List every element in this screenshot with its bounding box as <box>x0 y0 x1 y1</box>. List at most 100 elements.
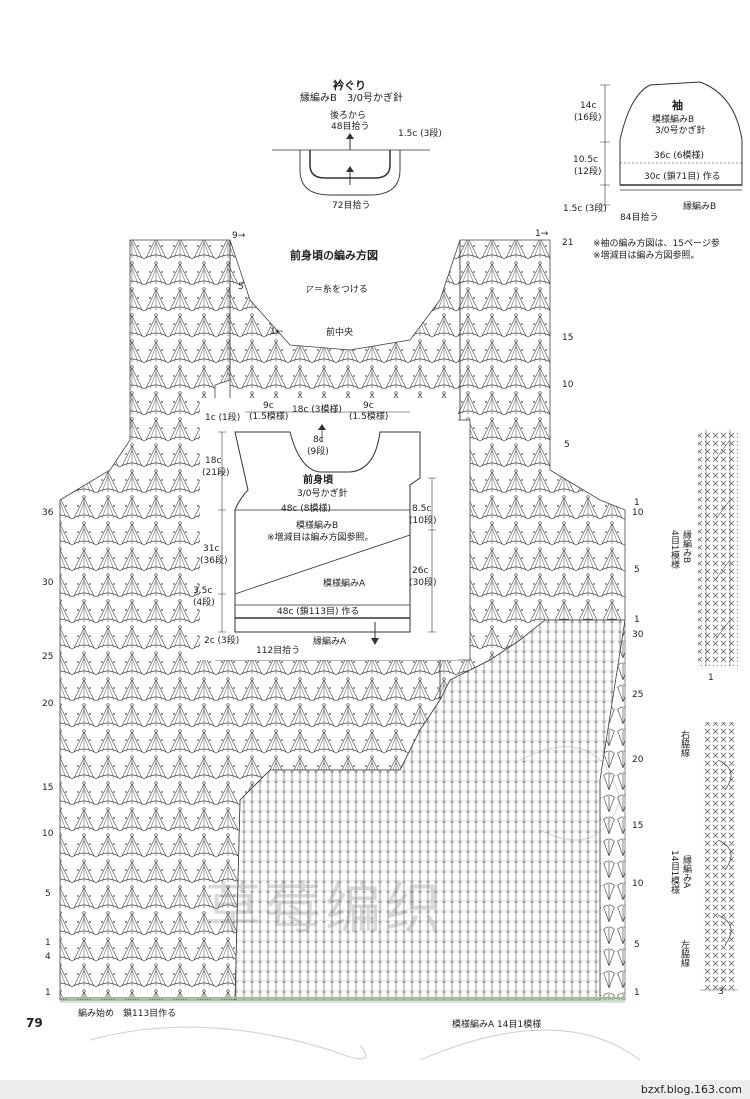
right-row-number: 30 <box>632 630 644 640</box>
right-row-number: 1 <box>634 988 640 998</box>
chart-start-label: 編み始め 鎖113目作る <box>78 1009 177 1019</box>
chart-top-left-mark: 9→ <box>232 231 246 241</box>
watermark-flourish <box>89 746 641 1061</box>
inset-neck-depth: 8c <box>313 435 324 445</box>
right-row-number: 15 <box>632 821 644 831</box>
inset-hem-b: (4段) <box>193 598 215 608</box>
inset-shoulder: 1c (1段) <box>205 413 241 423</box>
chart-center-label: 前中央 <box>324 327 356 339</box>
neck-back-pick-2: 48目拾う <box>331 122 370 132</box>
inset-note: ※増減目は編み方図参照。 <box>267 533 374 543</box>
inset-pick-bottom: 112目拾う <box>256 646 301 656</box>
right-row-number: 5 <box>634 940 640 950</box>
neck-back-pick-1: 後ろから <box>330 111 367 121</box>
inset-edge-a: 縁編みA <box>313 637 347 647</box>
right-row-number: 20 <box>632 755 644 765</box>
neck-side-label: 1.5c (3段) <box>398 129 442 139</box>
sleeve-w1: 36c (6模様) <box>654 151 705 161</box>
sleeve-note-2: ※増減目は編み方図参照。 <box>593 251 700 261</box>
inset-w-top-3b: (1.5模様) <box>349 412 389 422</box>
inset-right-1: 8.5c <box>412 504 432 514</box>
inset-w-top-2: 18c (3模様) <box>292 405 343 415</box>
inset-armhole: 18c <box>205 456 222 466</box>
yarn-join-icon: ◸ <box>307 285 314 295</box>
sleeve-sub-1: 模様編みB <box>652 115 695 125</box>
inset-right-2b: (30段) <box>409 578 437 588</box>
left-row-number: 1 <box>45 938 51 948</box>
swatch-left-side: 左脇線 <box>679 940 689 967</box>
chart-legend-text: ＝糸をつける <box>313 285 368 295</box>
swatch-right-side: 右脇線 <box>679 730 689 757</box>
sleeve-h2: 10.5c <box>573 155 598 165</box>
right-row-number: 1 <box>634 498 640 508</box>
chart-title: 前身頃の編み方図 <box>288 249 380 262</box>
footer-url: bzxf.blog.163.com <box>640 1083 742 1096</box>
right-row-number: 21 <box>562 238 574 248</box>
front-chart-lace <box>59 239 626 1001</box>
sleeve-h1: 14c <box>580 101 597 111</box>
right-row-number: 15 <box>562 333 574 343</box>
left-row-number: 5 <box>45 889 51 899</box>
left-row-number: 20 <box>42 699 54 709</box>
inset-right-1b: (10段) <box>409 516 437 526</box>
left-row-number: 15 <box>42 783 54 793</box>
chart-legend: ◸＝糸をつける <box>305 284 370 296</box>
left-row-number: 30 <box>42 578 54 588</box>
inset-title: 前身頃 <box>303 475 333 486</box>
inset-body-b: (36段) <box>200 556 228 566</box>
inset-width-bottom: 48c (鎖113目) 作る <box>277 607 360 617</box>
inset-hem-2: 2c (3段) <box>204 636 240 646</box>
sleeve-w2: 30c (鎖71目) 作る <box>644 172 721 182</box>
neck-bottom-pick: 72目拾う <box>332 201 371 211</box>
swatch-edge-a-sub: 14目1模様 <box>669 850 679 895</box>
swatch-edge-b-sub: 4目1模様 <box>669 530 679 569</box>
page-number: 79 <box>26 1016 43 1030</box>
inset-hook: 3/0号かぎ針 <box>297 489 348 499</box>
inset-body: 31c <box>203 544 220 554</box>
chart-pattern-a-label: 模様編みA 14目1模様 <box>452 1020 542 1030</box>
sleeve-note-1: ※袖の編み方図は、15ページ参 <box>593 239 720 249</box>
right-row-number: 5 <box>564 440 570 450</box>
left-row-number: 10 <box>42 829 54 839</box>
left-row-number: 36 <box>42 508 54 518</box>
inset-armhole-b: (21段) <box>202 468 230 478</box>
right-row-number: 25 <box>632 690 644 700</box>
footer-bar <box>0 1080 750 1099</box>
right-row-number: 10 <box>562 380 574 390</box>
right-row-number: 10 <box>632 508 644 518</box>
sleeve-h3: 1.5c (3段) <box>563 204 607 214</box>
inset-neck-depth-b: (9段) <box>307 447 329 457</box>
swatch-edge-b-label: 縁編みB <box>681 530 691 564</box>
chart-top-right-mark: 1→ <box>535 229 549 239</box>
sleeve-schematic <box>600 81 743 206</box>
sleeve-pick: 84目拾う <box>620 213 659 223</box>
swatch-mark-1: 1 <box>708 673 714 683</box>
left-row-number: 1 <box>45 988 51 998</box>
sleeve-sub-2: 3/0号かぎ針 <box>655 126 706 136</box>
swatch-edge-b <box>698 430 738 666</box>
sleeve-h2b: (12段) <box>574 167 602 177</box>
front-chart-mesh <box>234 619 626 1001</box>
inset-w-top-3: 9c <box>363 401 374 411</box>
front-inset-schematic <box>200 398 458 660</box>
sleeve-title: 袖 <box>672 99 683 112</box>
inset-pattern-b: 模様編みB <box>296 521 339 531</box>
sleeve-edge: 縁編みB <box>683 202 717 212</box>
swatch-edge-a <box>700 722 738 991</box>
left-row-number: 5 <box>238 282 244 292</box>
left-row-number: 4 <box>45 952 51 962</box>
inset-w-top-1b: (1.5模様) <box>249 412 289 422</box>
neck-sub: 縁編みB 3/0号かぎ針 <box>300 93 403 104</box>
right-row-number: 10 <box>632 879 644 889</box>
swatch-edge-a-label: 縁編みA <box>681 855 691 889</box>
sleeve-h1b: (16段) <box>574 113 602 123</box>
left-row-number: 25 <box>42 652 54 662</box>
neckline-schematic <box>272 133 430 196</box>
inset-pattern-a: 模様編みA <box>323 579 366 589</box>
right-row-number: 1 <box>634 615 640 625</box>
inset-w-top-1: 9c <box>263 401 274 411</box>
chart-mid-mark: 1← <box>270 327 284 337</box>
inset-hem: 3.5c <box>193 586 213 596</box>
neck-title: 衿ぐり <box>333 79 366 92</box>
